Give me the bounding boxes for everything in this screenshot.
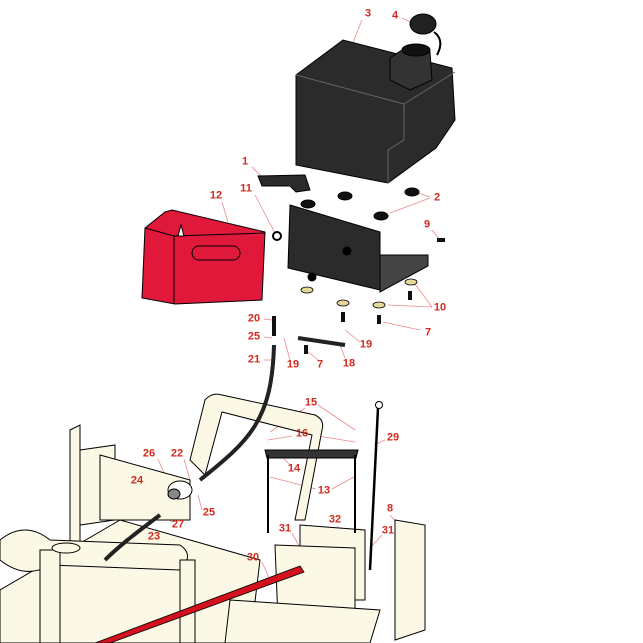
callout-7: 7 xyxy=(424,326,432,339)
callout-18: 18 xyxy=(342,357,356,370)
callout-27: 27 xyxy=(171,518,185,531)
bolts xyxy=(272,238,445,354)
callout-20: 20 xyxy=(247,312,261,325)
tank-bracket xyxy=(257,174,429,293)
callout-19: 19 xyxy=(286,358,300,371)
callout-16: 16 xyxy=(295,427,309,440)
callout-2: 2 xyxy=(433,191,441,204)
callout-19: 19 xyxy=(359,338,373,351)
callout-22: 22 xyxy=(170,447,184,460)
callout-31: 31 xyxy=(381,524,395,537)
callout-15: 15 xyxy=(304,396,318,409)
callout-29: 29 xyxy=(386,431,400,444)
callout-8: 8 xyxy=(386,502,394,515)
hold-down-bracket xyxy=(264,401,383,571)
callout-4: 4 xyxy=(391,9,399,22)
callout-31: 31 xyxy=(278,522,292,535)
callout-10: 10 xyxy=(433,301,447,314)
fuel-tank xyxy=(295,39,456,184)
callout-26: 26 xyxy=(142,447,156,460)
callout-25: 25 xyxy=(202,506,216,519)
callout-21: 21 xyxy=(247,353,261,366)
callout-32: 32 xyxy=(328,513,342,526)
callout-12: 12 xyxy=(209,189,223,202)
red-rod xyxy=(94,565,305,643)
callout-7: 7 xyxy=(316,358,324,371)
callout-3: 3 xyxy=(364,7,372,20)
red-shroud xyxy=(141,209,266,305)
fuel-filter xyxy=(167,480,193,500)
fuel-hoses xyxy=(103,336,346,562)
callout-30: 30 xyxy=(246,551,260,564)
callout-24: 24 xyxy=(130,474,144,487)
callout-23: 23 xyxy=(147,530,161,543)
callout-14: 14 xyxy=(287,462,301,475)
callout-25: 25 xyxy=(247,330,261,343)
washers xyxy=(300,278,418,309)
fuel-cap xyxy=(409,13,442,56)
callout-1: 1 xyxy=(241,155,249,168)
callout-13: 13 xyxy=(317,484,331,497)
grommets xyxy=(272,187,420,241)
callout-9: 9 xyxy=(423,218,431,231)
callout-11: 11 xyxy=(240,182,252,195)
